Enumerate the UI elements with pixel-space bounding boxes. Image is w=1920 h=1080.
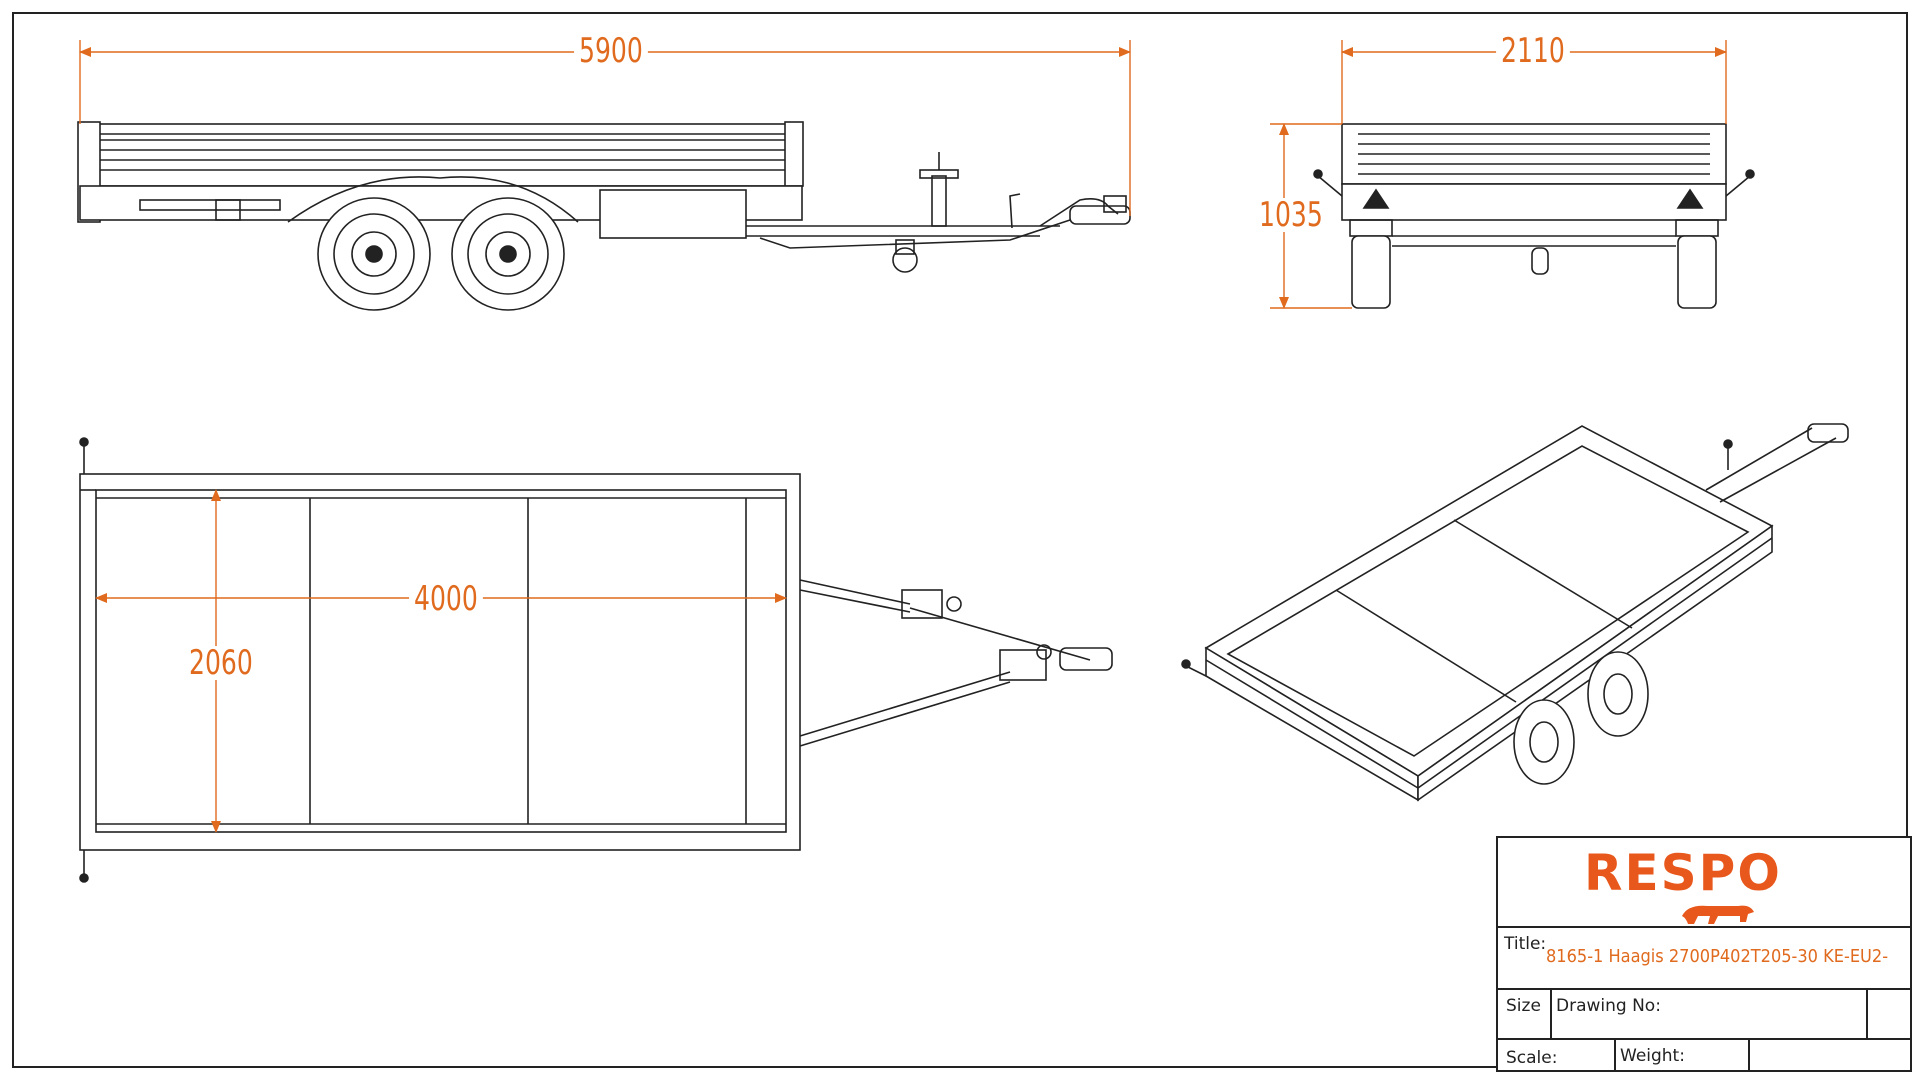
drawing-no-label: Drawing No: (1556, 996, 1661, 1016)
dimension-height: 1035 (1254, 198, 1328, 232)
divider (1748, 1038, 1750, 1072)
title-value: 8165-1 Haagis 2700P402T205-30 KE-EU2- (1546, 946, 1889, 967)
side-view (77, 121, 1131, 311)
dimension-overall-width: 2110 (1496, 34, 1570, 68)
brand-logo: RESPO (1584, 844, 1782, 902)
dimension-overall-length: 5900 (574, 34, 648, 68)
title-label: Title: (1504, 934, 1547, 954)
title-block: RESPO Title: 8165-1 Haagis 2700P402T205-… (1496, 836, 1912, 1072)
divider (1866, 988, 1868, 1038)
drawing-sheet (12, 12, 1908, 1068)
divider (1614, 1038, 1616, 1072)
dimension-box-width: 2060 (184, 646, 258, 680)
scale-row (1498, 1038, 1910, 1072)
bull-logo-icon (1682, 905, 1754, 924)
scale-label: Scale: (1506, 1048, 1558, 1068)
weight-label: Weight: (1620, 1046, 1685, 1066)
size-label: Size (1506, 996, 1541, 1016)
title-row (1498, 926, 1910, 988)
size-row (1498, 988, 1910, 1038)
isometric-view (1181, 423, 1849, 802)
dimension-box-length: 4000 (409, 582, 483, 616)
rear-view (1313, 123, 1755, 309)
divider (1550, 988, 1552, 1038)
